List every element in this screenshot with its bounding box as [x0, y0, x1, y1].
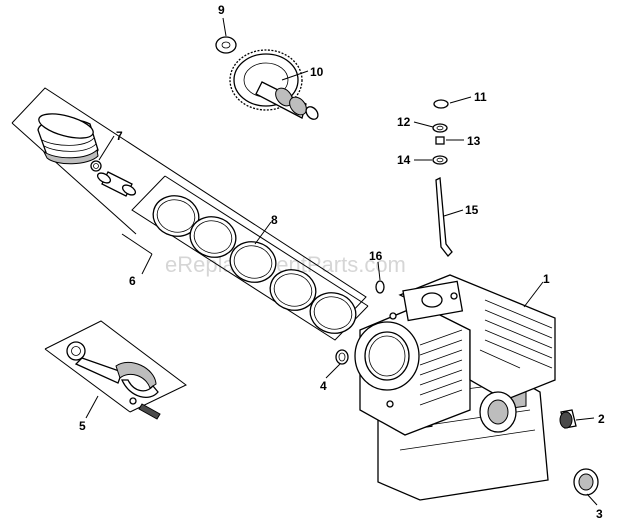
connecting-rod-bracket: [44, 320, 187, 413]
camshaft-gear[interactable]: [229, 49, 320, 122]
callout-11: 11: [474, 90, 487, 104]
callout-13: 13: [467, 134, 481, 148]
camshaft-washer[interactable]: [215, 36, 237, 54]
callout-labels: 9 10 11 12 13 14 15 16 1 2 3 4 5 6 7 8: [79, 3, 605, 521]
breather-seal[interactable]: [435, 136, 445, 145]
breather-nut[interactable]: [433, 99, 449, 109]
callout-3: 3: [596, 507, 603, 521]
crankcase[interactable]: [354, 274, 556, 501]
piston-pin[interactable]: [96, 171, 137, 197]
callout-16: 16: [369, 249, 383, 263]
oil-seal[interactable]: [573, 468, 599, 496]
callout-12: 12: [397, 115, 411, 129]
piston[interactable]: [36, 109, 99, 165]
oil-drain-plug[interactable]: [559, 409, 577, 429]
piston-pin-retainer[interactable]: [90, 160, 102, 172]
callout-15: 15: [465, 203, 479, 217]
leader-lines: [85, 17, 598, 506]
callout-6: 6: [129, 274, 136, 288]
cylinder-plug[interactable]: [375, 280, 385, 294]
connecting-rod[interactable]: [66, 341, 161, 420]
piston-rings[interactable]: [149, 191, 361, 339]
callout-1: 1: [543, 272, 550, 286]
callout-9: 9: [218, 3, 225, 17]
callout-8: 8: [271, 213, 278, 227]
callout-5: 5: [79, 419, 86, 433]
callout-2: 2: [598, 412, 605, 426]
callout-14: 14: [397, 153, 411, 167]
breather-grommet[interactable]: [432, 155, 448, 165]
dowel-pin[interactable]: [335, 349, 349, 365]
callout-4: 4: [320, 379, 327, 393]
callout-10: 10: [310, 65, 324, 79]
callout-7: 7: [116, 129, 123, 143]
breather-washer[interactable]: [432, 123, 448, 133]
dipstick-rod[interactable]: [435, 176, 453, 257]
